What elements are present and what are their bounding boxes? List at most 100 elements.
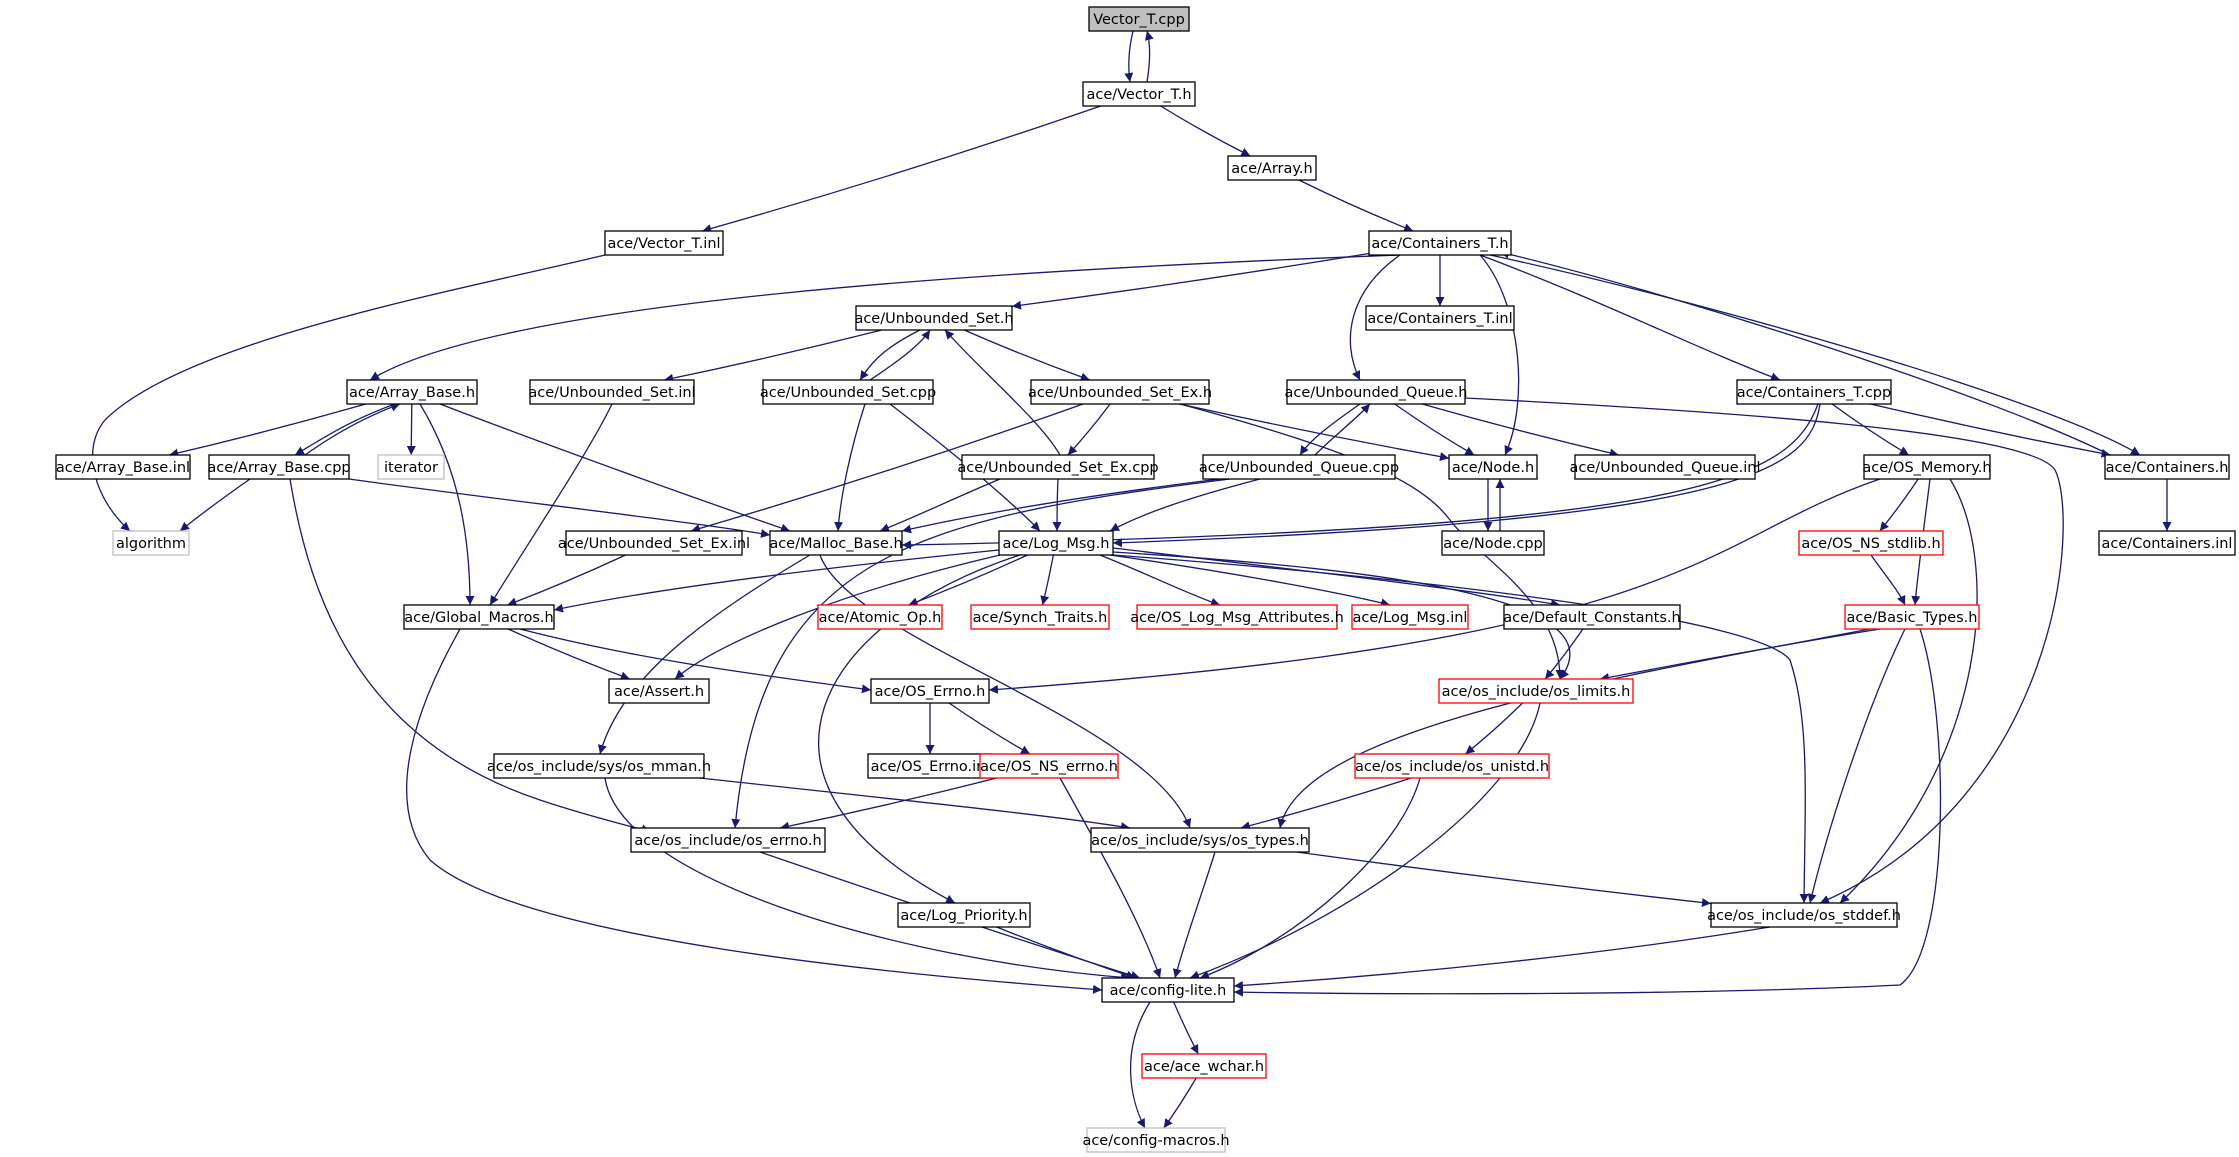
edge-unbounded_set_ex_cpp-to-malloc_base_h: [879, 478, 1001, 532]
node-box: [346, 379, 478, 405]
node-log_priority_h[interactable]: ace/Log_Priority.h: [897, 902, 1031, 928]
node-containers_t_h[interactable]: ace/Containers_T.h: [1368, 230, 1512, 256]
node-array_base_h[interactable]: ace/Array_Base.h: [346, 379, 478, 405]
node-algorithm[interactable]: algorithm: [112, 530, 190, 556]
edge-array_base_h-to-array_base_cpp: [294, 403, 396, 456]
node-unbounded_set_cpp[interactable]: ace/Unbounded_Set.cpp: [760, 379, 936, 405]
edge-array_base_h-to-array_base_inl: [169, 403, 366, 458]
node-unbounded_set_inl[interactable]: ace/Unbounded_Set.inl: [528, 379, 696, 405]
edge-basic_types_h-to-os_types_h: [1277, 628, 1871, 829]
node-vector_t_h[interactable]: ace/Vector_T.h: [1082, 81, 1196, 107]
node-box: [1844, 604, 1980, 630]
node-box: [1030, 379, 1210, 405]
node-label: ace/Unbounded_Queue.inl: [1570, 460, 1761, 476]
edge-ace_wchar_h-to-config_macros_h: [1163, 1077, 1197, 1129]
node-os_ns_stdlib_h[interactable]: ace/OS_NS_stdlib.h: [1798, 530, 1944, 556]
node-label: ace/os_include/sys/os_mman.h: [487, 759, 711, 775]
edge-unbounded_set_ex_cpp-to-unbounded_set_h: [944, 329, 1061, 456]
node-config_macros_h[interactable]: ace/config-macros.h: [1082, 1127, 1230, 1153]
node-unbounded_set_ex_cpp[interactable]: ace/Unbounded_Set_Ex.cpp: [957, 454, 1159, 480]
edge-unbounded_set_ex_inl-to-global_macros_h: [507, 554, 626, 607]
node-config_lite_h[interactable]: ace/config-lite.h: [1101, 977, 1235, 1003]
node-array_base_cpp[interactable]: ace/Array_Base.cpp: [207, 454, 351, 480]
node-label: ace/OS_Errno.h: [875, 684, 986, 700]
edges-layer: [91, 30, 2172, 1129]
node-os_unistd_h[interactable]: ace/os_include/os_unistd.h: [1354, 753, 1550, 779]
node-label: ace/Vector_T.h: [1086, 87, 1191, 103]
node-malloc_base_h[interactable]: ace/Malloc_Base.h: [769, 530, 903, 556]
node-os_memory_h[interactable]: ace/OS_Memory.h: [1862, 454, 1992, 480]
node-os_include_errno_h[interactable]: ace/os_include/os_errno.h: [630, 827, 826, 853]
edge-array_h-to-containers_t_h: [1298, 179, 1414, 232]
node-label: ace/Basic_Types.h: [1847, 610, 1978, 626]
node-unbounded_queue_h[interactable]: ace/Unbounded_Queue.h: [1285, 379, 1468, 405]
edge-unbounded_queue_h-to-unbounded_queue_inl: [1422, 403, 1619, 458]
node-assert_h[interactable]: ace/Assert.h: [608, 678, 710, 704]
edge-log_msg_h-to-global_macros_h: [553, 549, 1000, 613]
node-label: ace/os_include/os_errno.h: [634, 833, 821, 849]
node-array_h[interactable]: ace/Array.h: [1227, 155, 1317, 181]
node-containers_h[interactable]: ace/Containers.h: [2104, 454, 2230, 480]
edge-global_macros_h-to-os_errno_h: [519, 628, 872, 694]
node-os_types_h[interactable]: ace/os_include/sys/os_types.h: [1090, 827, 1310, 853]
node-unbounded_queue_cpp[interactable]: ace/Unbounded_Queue.cpp: [1199, 454, 1399, 480]
node-label: ace/Default_Constants.h: [1503, 610, 1680, 626]
node-os_ns_errno_h[interactable]: ace/OS_NS_errno.h: [979, 753, 1119, 779]
node-default_constants_h[interactable]: ace/Default_Constants.h: [1503, 604, 1681, 630]
node-containers_t_inl[interactable]: ace/Containers_T.inl: [1365, 305, 1515, 331]
edge-containers_t_h-to-unbounded_queue_h: [1349, 254, 1401, 381]
node-global_macros_h[interactable]: ace/Global_Macros.h: [403, 604, 555, 630]
node-os_stddef_h[interactable]: ace/os_include/os_stddef.h: [1707, 902, 1901, 928]
node-label: ace/config-lite.h: [1110, 983, 1227, 999]
edge-os_errno_h-to-os_ns_errno_h: [948, 702, 1031, 755]
node-box: [1736, 379, 1892, 405]
node-os_errno_inl[interactable]: ace/OS_Errno.inl: [867, 753, 993, 779]
node-log_msg_inl[interactable]: ace/Log_Msg.inl: [1351, 604, 1469, 630]
edge-basic_types_h-to-config_lite_h: [1233, 628, 1942, 997]
node-unbounded_set_ex_h[interactable]: ace/Unbounded_Set_Ex.h: [1028, 379, 1212, 405]
node-label: ace/Log_Msg.inl: [1353, 610, 1468, 626]
node-containers_inl[interactable]: ace/Containers.inl: [2098, 530, 2236, 556]
node-iterator[interactable]: iterator: [377, 454, 445, 480]
node-vector_t_cpp[interactable]: Vector_T.cpp: [1088, 6, 1190, 32]
node-box: [897, 902, 1031, 928]
edge-os_unistd_h-to-config_lite_h: [1199, 777, 1421, 980]
node-unbounded_queue_inl[interactable]: ace/Unbounded_Queue.inl: [1570, 454, 1761, 480]
node-os_errno_h[interactable]: ace/OS_Errno.h: [870, 678, 990, 704]
node-ace_wchar_h[interactable]: ace/ace_wchar.h: [1141, 1053, 1267, 1079]
node-box: [855, 305, 1013, 331]
node-atomic_op_h[interactable]: ace/Atomic_Op.h: [817, 604, 943, 630]
node-unbounded_set_h[interactable]: ace/Unbounded_Set.h: [854, 305, 1014, 331]
edge-os_types_h-to-config_lite_h: [1172, 851, 1216, 979]
node-box: [1798, 530, 1944, 556]
node-box: [1438, 678, 1634, 704]
edge-os_mman_h-to-os_types_h: [699, 777, 1131, 831]
edge-array_base_cpp-to-array_base_h: [304, 402, 401, 456]
edge-unbounded_set_h-to-unbounded_set_ex_h: [963, 329, 1091, 382]
node-unbounded_set_ex_inl[interactable]: ace/Unbounded_Set_Ex.inl: [558, 530, 750, 556]
edge-os_types_h-to-os_stddef_h: [1296, 851, 1712, 907]
node-box: [208, 454, 350, 480]
node-os_limits_h[interactable]: ace/os_include/os_limits.h: [1438, 678, 1634, 704]
node-vector_t_inl[interactable]: ace/Vector_T.inl: [604, 230, 724, 256]
node-synch_traits_h[interactable]: ace/Synch_Traits.h: [970, 604, 1110, 630]
node-box: [608, 678, 710, 704]
node-node_cpp[interactable]: ace/Node.cpp: [1441, 530, 1545, 556]
node-log_msg_h[interactable]: ace/Log_Msg.h: [998, 530, 1114, 556]
edge-unbounded_queue_h-to-node_h: [1394, 403, 1475, 456]
node-basic_types_h[interactable]: ace/Basic_Types.h: [1844, 604, 1980, 630]
node-os_mman_h[interactable]: ace/os_include/sys/os_mman.h: [487, 753, 711, 779]
node-array_base_inl[interactable]: ace/Array_Base.inl: [55, 454, 191, 480]
edge-config_lite_h-to-config_macros_h: [1129, 1001, 1151, 1129]
edge-unbounded_set_cpp-to-unbounded_set_h: [869, 329, 931, 381]
edge-log_msg_h-to-os_log_msg_attributes_h: [1099, 554, 1221, 607]
node-node_h[interactable]: ace/Node.h: [1448, 454, 1538, 480]
node-label: ace/Synch_Traits.h: [973, 610, 1108, 626]
node-box: [493, 753, 705, 779]
edge-log_msg_h-to-log_priority_h: [818, 554, 1021, 904]
node-containers_t_cpp[interactable]: ace/Containers_T.cpp: [1736, 379, 1892, 405]
node-label: ace/ace_wchar.h: [1144, 1059, 1264, 1075]
node-os_log_msg_attributes_h[interactable]: ace/OS_Log_Msg_Attributes.h: [1130, 604, 1344, 630]
node-box: [1863, 454, 1991, 480]
edge-array_base_h-to-global_macros_h: [419, 403, 475, 606]
